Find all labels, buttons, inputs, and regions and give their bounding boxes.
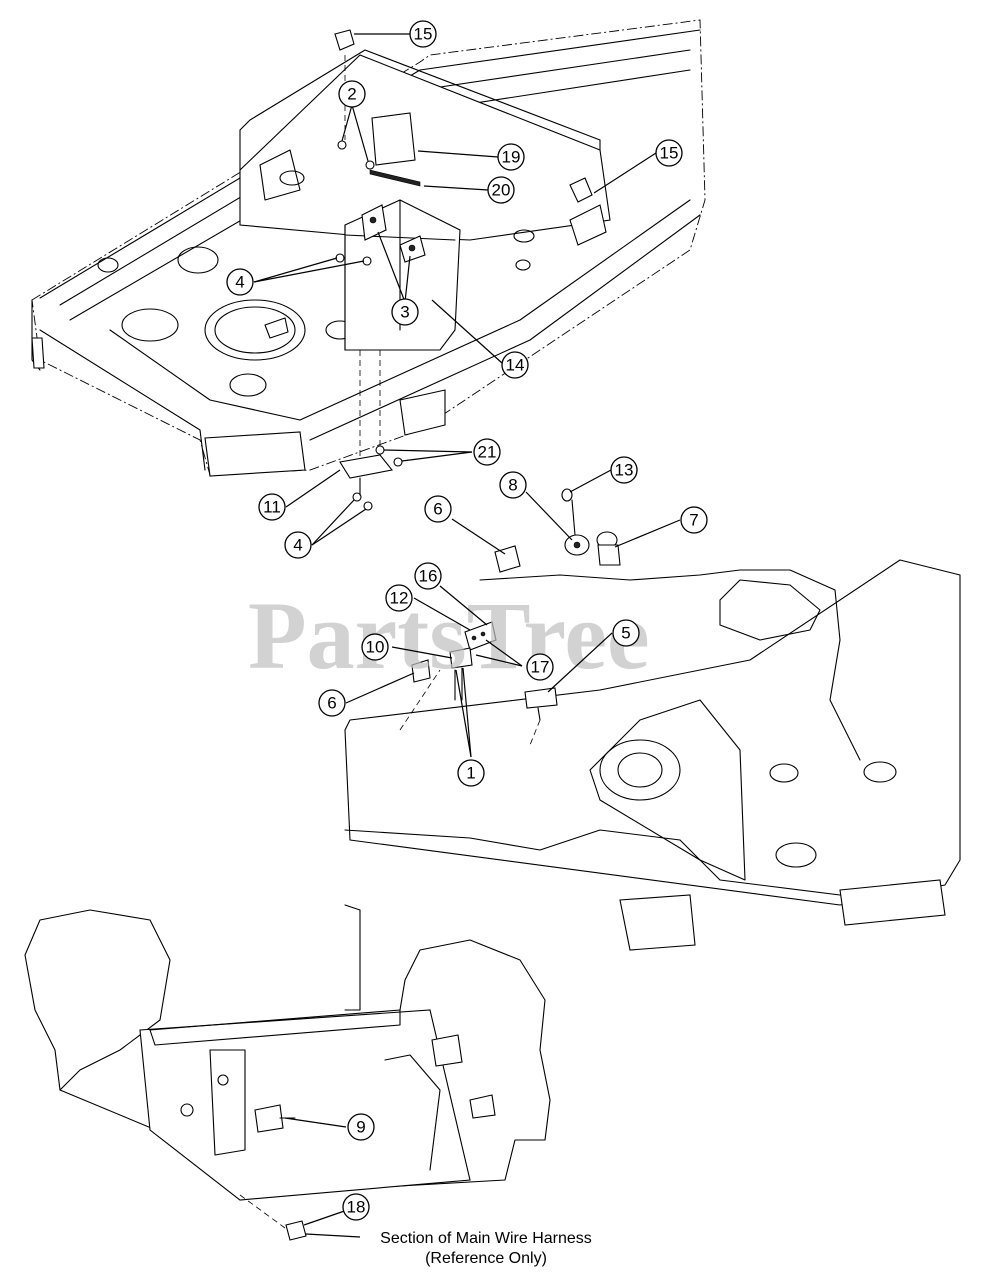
callout-4-lower[interactable]: 4 bbox=[284, 531, 312, 559]
svg-text:18: 18 bbox=[347, 1198, 366, 1217]
svg-text:5: 5 bbox=[621, 624, 630, 643]
callout-1[interactable]: 1 bbox=[457, 759, 485, 787]
callout-3[interactable]: 3 bbox=[391, 298, 419, 326]
svg-text:10: 10 bbox=[366, 638, 385, 657]
svg-text:14: 14 bbox=[506, 356, 525, 375]
harness-note-line2: (Reference Only) bbox=[425, 1250, 547, 1267]
svg-text:19: 19 bbox=[502, 148, 521, 167]
svg-text:8: 8 bbox=[508, 476, 517, 495]
leader-lines bbox=[253, 33, 681, 1238]
callout-13[interactable]: 13 bbox=[610, 456, 638, 484]
callout-16[interactable]: 16 bbox=[414, 562, 442, 590]
svg-text:6: 6 bbox=[433, 500, 442, 519]
lower-body-drawing bbox=[24, 904, 551, 1241]
svg-text:4: 4 bbox=[235, 273, 244, 292]
callout-15-top[interactable]: 15 bbox=[409, 20, 437, 48]
dash-panel-drawing bbox=[344, 488, 961, 951]
callout-6-upper[interactable]: 6 bbox=[424, 495, 452, 523]
svg-text:7: 7 bbox=[689, 511, 698, 530]
callout-20[interactable]: 20 bbox=[487, 176, 515, 204]
callout-14[interactable]: 14 bbox=[501, 351, 529, 379]
svg-text:4: 4 bbox=[293, 536, 302, 555]
callout-9[interactable]: 9 bbox=[347, 1113, 375, 1141]
callout-19[interactable]: 19 bbox=[497, 143, 525, 171]
callout-5[interactable]: 5 bbox=[612, 619, 640, 647]
svg-text:20: 20 bbox=[492, 181, 511, 200]
watermark-text: PartsTree bbox=[248, 582, 650, 689]
callout-15-right[interactable]: 15 bbox=[655, 139, 683, 167]
callout-11[interactable]: 11 bbox=[258, 493, 286, 521]
svg-text:3: 3 bbox=[400, 303, 409, 322]
svg-text:6: 6 bbox=[327, 694, 336, 713]
callout-10[interactable]: 10 bbox=[361, 633, 389, 661]
svg-text:12: 12 bbox=[390, 589, 409, 608]
svg-text:13: 13 bbox=[615, 461, 634, 480]
svg-text:11: 11 bbox=[263, 498, 281, 517]
callout-2[interactable]: 2 bbox=[338, 80, 366, 108]
svg-text:21: 21 bbox=[478, 443, 497, 462]
svg-text:15: 15 bbox=[414, 25, 433, 44]
callout-8[interactable]: 8 bbox=[499, 471, 527, 499]
svg-text:2: 2 bbox=[347, 85, 356, 104]
harness-note-line1: Section of Main Wire Harness bbox=[380, 1230, 592, 1247]
svg-text:16: 16 bbox=[419, 567, 438, 586]
upper-frame-drawing bbox=[31, 19, 706, 511]
callout-4-upper[interactable]: 4 bbox=[226, 268, 254, 296]
callout-21[interactable]: 21 bbox=[473, 438, 501, 466]
svg-text:17: 17 bbox=[531, 658, 550, 677]
callout-7[interactable]: 7 bbox=[680, 506, 708, 534]
svg-text:9: 9 bbox=[356, 1118, 365, 1137]
callout-12[interactable]: 12 bbox=[385, 584, 413, 612]
callout-18[interactable]: 18 bbox=[342, 1193, 370, 1221]
svg-text:15: 15 bbox=[660, 144, 679, 163]
callout-17[interactable]: 17 bbox=[526, 653, 554, 681]
svg-text:1: 1 bbox=[466, 764, 475, 783]
callout-6-lower[interactable]: 6 bbox=[318, 689, 346, 717]
